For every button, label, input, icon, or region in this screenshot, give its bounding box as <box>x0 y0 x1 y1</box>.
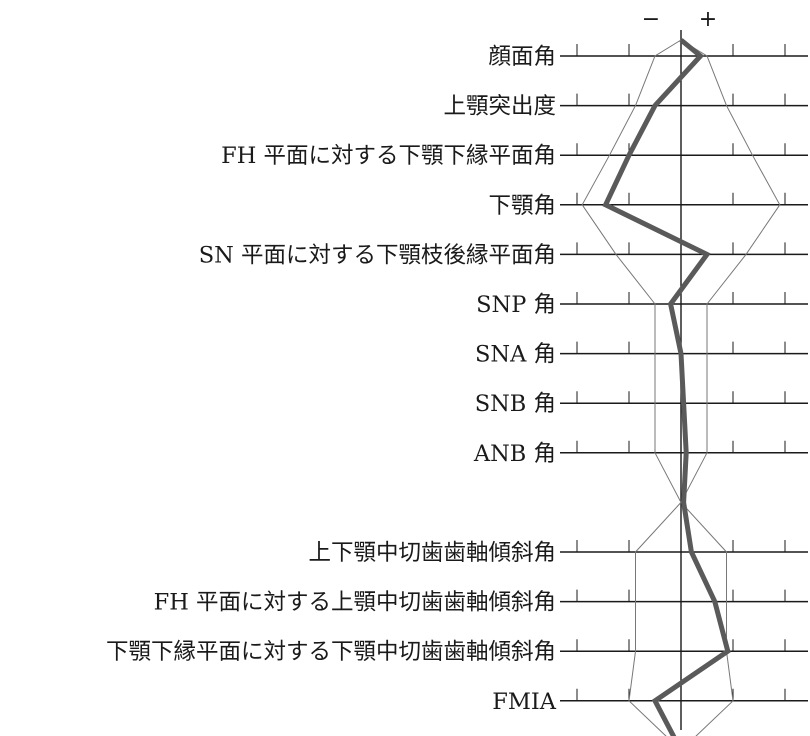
row-label: 顔面角 <box>488 44 556 70</box>
row-label: 下顎下縁平面に対する下顎中切歯歯軸傾斜角 <box>106 639 556 665</box>
sd-plus-line <box>680 39 781 736</box>
profile-lines <box>581 38 781 736</box>
row-label: ANB 角 <box>473 441 556 467</box>
sd-minus-line <box>581 39 682 736</box>
row-label: 上下顎中切歯歯軸傾斜角 <box>308 540 556 566</box>
row-label: SN 平面に対する下顎枝後縁平面角 <box>199 242 556 268</box>
row-label: FMIA <box>492 689 557 715</box>
row-label: SNA 角 <box>475 342 556 368</box>
plus-sign-label: + <box>699 7 717 32</box>
row-label: SNP 角 <box>476 292 556 318</box>
row-label: 下顎角 <box>488 193 556 219</box>
row-label: 上顎突出度 <box>443 94 556 120</box>
row-label: FH 平面に対する下顎下縁平面角 <box>221 143 556 169</box>
row-label: FH 平面に対する上顎中切歯歯軸傾斜角 <box>154 590 556 616</box>
minus-sign-label: − <box>642 7 660 32</box>
patient-profile-line <box>602 38 731 736</box>
row-label: SNB 角 <box>475 391 556 417</box>
